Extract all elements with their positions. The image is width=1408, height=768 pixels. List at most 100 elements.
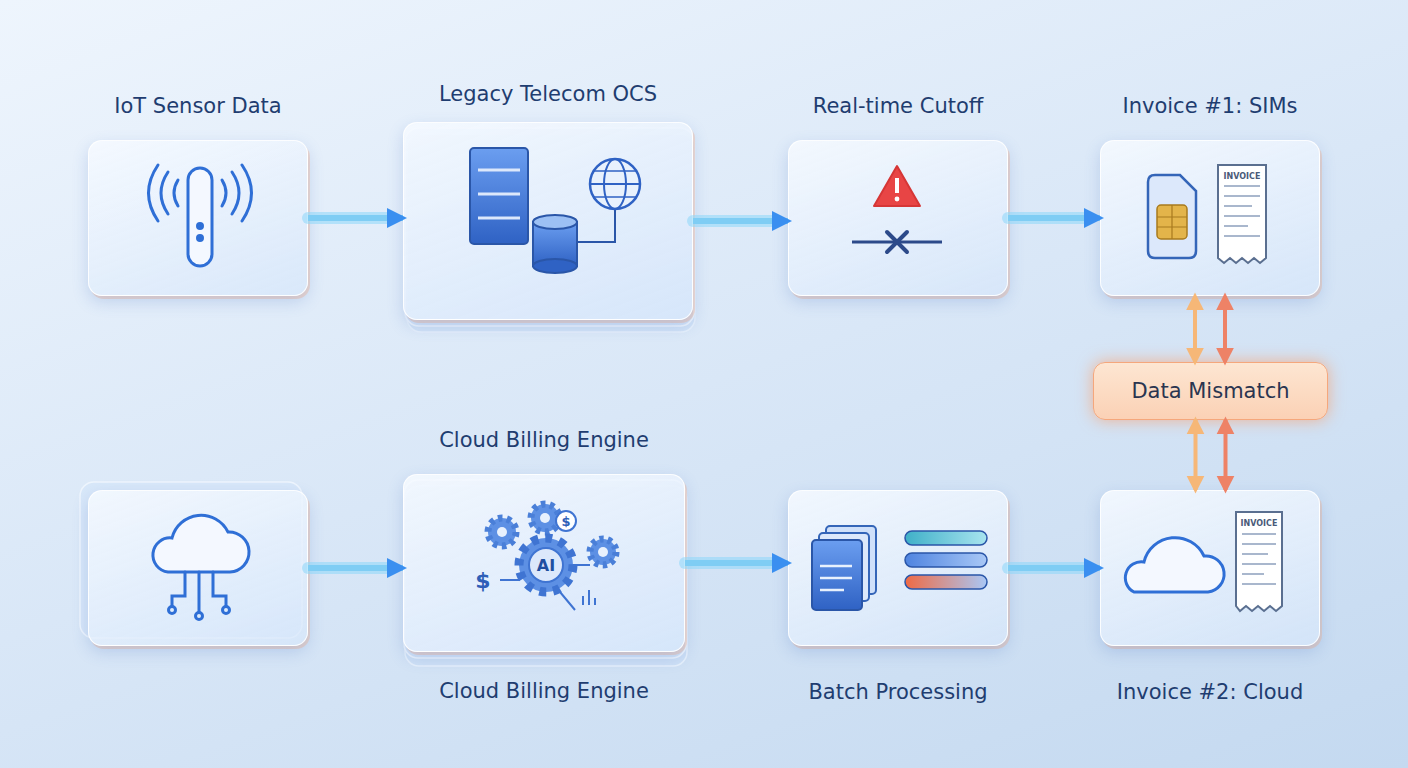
icon-part xyxy=(232,172,239,214)
icon-part xyxy=(887,232,907,252)
icon-part xyxy=(500,565,590,610)
flow-arrow xyxy=(308,568,403,569)
node-heading: Cloud Billing Engine xyxy=(324,427,764,453)
icon-part xyxy=(812,540,862,610)
icon-part xyxy=(198,236,203,241)
icon-part xyxy=(533,222,577,266)
cutoff-icon xyxy=(852,166,942,252)
node-heading: Invoice #2: Cloud xyxy=(1021,679,1399,705)
node-text: Data Mismatch xyxy=(1014,378,1407,404)
icon-part xyxy=(478,193,520,196)
arrow-glow xyxy=(308,562,389,574)
process-box: IoT Sensor Data xyxy=(88,140,308,296)
icon-part xyxy=(529,548,563,582)
icon-part xyxy=(895,197,900,202)
icon-part xyxy=(533,259,577,273)
process-box: Invoice #2: Cloud xyxy=(1100,490,1320,646)
arrow-line xyxy=(308,565,403,571)
node-heading: Legacy Telecom OCS xyxy=(324,81,772,107)
arrow-glow xyxy=(685,557,774,569)
icon-part xyxy=(1242,534,1276,584)
node-heading: Invoice #1: SIMs xyxy=(1021,93,1399,119)
node-heading: IoT Sensor Data xyxy=(9,93,387,119)
icon-part xyxy=(478,169,520,172)
icon-part xyxy=(905,575,987,589)
process-box: Real-time Cutoff xyxy=(788,140,1008,296)
icon-part xyxy=(478,217,520,220)
process-box xyxy=(88,490,308,646)
mismatch-arrow xyxy=(1194,420,1198,490)
icon-part xyxy=(188,168,212,266)
icon-part xyxy=(905,553,987,567)
icon-part xyxy=(594,171,636,197)
node-heading: Cloud Billing Engine xyxy=(324,678,764,704)
node-heading: Real-time Cutoff xyxy=(709,93,1087,119)
icon-part xyxy=(222,180,226,206)
icon-part xyxy=(519,538,573,592)
batch-icon xyxy=(812,526,987,610)
icon-part xyxy=(887,232,907,252)
process-box: Batch Processing xyxy=(788,490,1008,646)
process-box: Legacy Telecom OCS xyxy=(403,122,693,320)
icon-part xyxy=(1157,205,1187,239)
icon-part xyxy=(531,504,559,532)
mismatch-arrow xyxy=(1193,296,1197,362)
icon-part xyxy=(242,165,252,221)
arrow-line xyxy=(693,218,788,224)
icon-part xyxy=(820,566,852,590)
icon-part xyxy=(540,513,550,523)
icon-part xyxy=(590,159,640,209)
icon-part xyxy=(161,172,168,214)
icon-part xyxy=(826,526,876,594)
process-box: Invoice #1: SIMs xyxy=(1100,140,1320,296)
flow-arrow xyxy=(308,218,403,219)
arrow-glow xyxy=(693,215,774,227)
icon-part xyxy=(149,165,159,221)
icon-part xyxy=(470,148,528,244)
icon-part xyxy=(1218,165,1266,263)
mismatch-arrow xyxy=(1224,420,1228,490)
icon-part xyxy=(1224,186,1260,236)
icon-part xyxy=(488,518,516,546)
process-box: Cloud Billing EngineCloud Billing Engine xyxy=(403,474,685,652)
icon-part xyxy=(590,539,616,565)
alert-pill: Data Mismatch xyxy=(1093,362,1328,420)
icon-part xyxy=(556,511,576,531)
arrow-glow xyxy=(1008,562,1086,574)
icon-part xyxy=(198,224,203,229)
flow-arrow xyxy=(1008,218,1100,219)
icon-part xyxy=(533,215,577,229)
flow-arrow xyxy=(1008,568,1100,569)
flow-arrow xyxy=(1195,296,1225,362)
sensor-icon xyxy=(149,165,252,266)
icon-part xyxy=(1157,205,1187,239)
icon-part xyxy=(895,178,899,193)
icon-part xyxy=(604,159,626,209)
icon-part xyxy=(223,607,230,614)
icon-part xyxy=(819,533,869,601)
icon-part xyxy=(497,527,507,537)
arrow-line xyxy=(1008,215,1100,221)
server-icon xyxy=(470,148,640,273)
icon-part xyxy=(598,547,608,557)
arrow-glow xyxy=(308,212,389,224)
icon-part xyxy=(1148,175,1196,258)
icon-part xyxy=(1236,512,1282,611)
icon-part xyxy=(174,180,178,206)
node-heading: Batch Processing xyxy=(709,679,1087,705)
icon-part xyxy=(196,613,203,620)
icon-part xyxy=(153,515,249,572)
icon-part xyxy=(874,166,920,206)
mismatch-arrow xyxy=(1223,296,1227,362)
icon-part xyxy=(198,572,201,612)
sim-invoice-icon xyxy=(1148,165,1266,263)
gears-icon xyxy=(488,504,616,610)
cloud-invoice-icon xyxy=(1125,512,1282,611)
icon-part xyxy=(169,607,176,614)
icon-part xyxy=(172,572,185,606)
flow-arrow xyxy=(693,221,788,222)
arrow-line xyxy=(308,215,403,221)
icon-part xyxy=(213,572,226,606)
